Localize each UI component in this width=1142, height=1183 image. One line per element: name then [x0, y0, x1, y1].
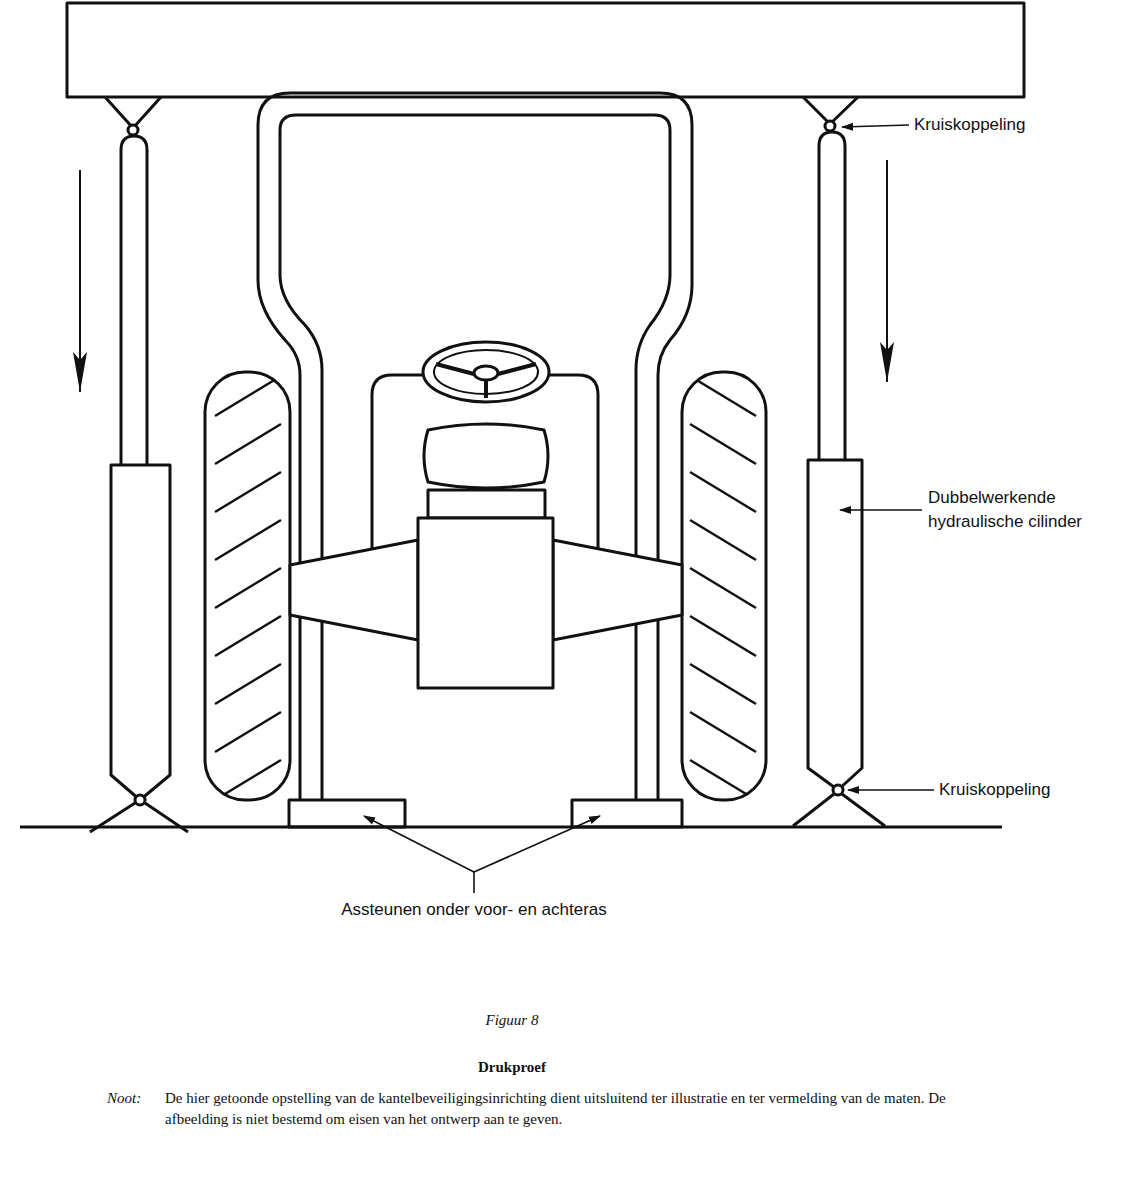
load-arrow [886, 160, 888, 382]
part-label: Assteunen onder voor- en achteras [224, 898, 724, 922]
universal-joint [135, 795, 145, 805]
piston-rod [819, 132, 845, 460]
tyre [205, 372, 290, 800]
tyre [682, 372, 766, 800]
part-label: Kruiskoppeling [914, 113, 1026, 137]
seat [424, 424, 548, 488]
universal-joint [833, 785, 843, 795]
load-beam [67, 3, 1024, 97]
axle-housing [553, 540, 682, 640]
roll-frame [258, 93, 692, 800]
axle-support [289, 800, 405, 827]
leader-line [848, 789, 934, 791]
roll-frame [280, 115, 670, 800]
load-arrow [79, 170, 81, 392]
steering-wheel [423, 342, 549, 402]
universal-joint [825, 121, 835, 131]
note-heading: Noot: [107, 1088, 141, 1109]
axle-support [572, 800, 682, 827]
note-text: De hier getoonde opstelling van de kante… [165, 1088, 955, 1130]
joint-bracket [793, 794, 885, 826]
wheel-hub [474, 366, 498, 380]
cylinder-body [111, 465, 170, 800]
ground-line [20, 826, 1002, 829]
leader-line [473, 872, 475, 893]
universal-joint [128, 125, 138, 135]
figure-title: Drukproef [312, 1057, 712, 1078]
leader-line [842, 125, 909, 127]
part-label: Kruiskoppeling [939, 778, 1051, 802]
piston-rod [121, 136, 147, 465]
seat-base [428, 490, 545, 518]
transmission-housing [418, 518, 553, 688]
leader-line [474, 816, 600, 872]
wheel-spoke [436, 364, 536, 398]
axle-housing [290, 540, 418, 640]
joint-bracket [105, 97, 161, 128]
drawing [20, 3, 1024, 893]
figure-caption: Figuur 8 [312, 1010, 712, 1031]
leader-line [364, 816, 474, 872]
part-label: Dubbelwerkende hydraulische cilinder [928, 486, 1133, 534]
leader-line [840, 509, 922, 511]
